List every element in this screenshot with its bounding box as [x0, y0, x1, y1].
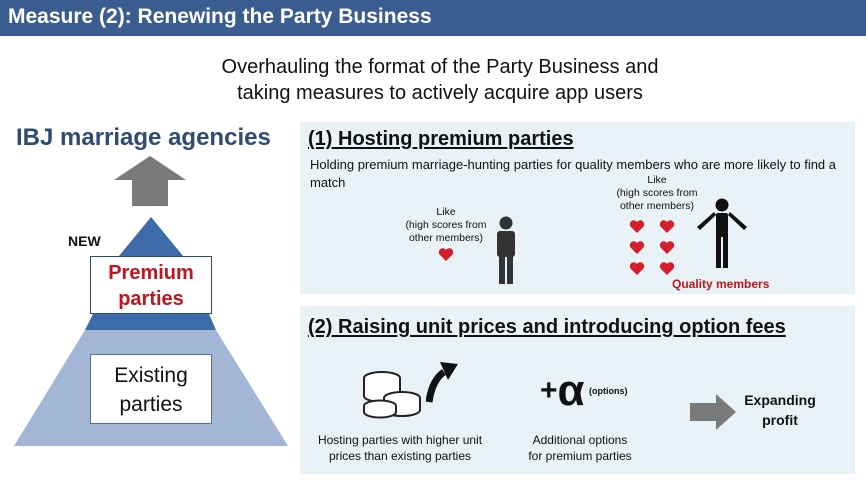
profit-line-1: Expanding [744, 392, 816, 408]
person-icon [697, 198, 747, 268]
subtitle-line-1: Overhauling the format of the Party Busi… [221, 56, 659, 78]
coins-line-1: Hosting parties with higher unit [317, 433, 483, 447]
up-arrow-icon [114, 156, 186, 206]
page-title: Measure (2): Renewing the Party Business [8, 5, 432, 28]
alpha-symbol: α [557, 366, 585, 415]
heart-icon [659, 241, 675, 254]
subtitle: Overhauling the format of the Party Busi… [160, 54, 720, 106]
header-bar: Measure (2): Renewing the Party Business [0, 0, 866, 36]
premium-parties-panel: (1) Hosting premium parties Holding prem… [300, 122, 855, 294]
options-line-2: for premium parties [528, 449, 632, 463]
premium-parties-box: Premium parties [90, 256, 212, 314]
pyramid-mid-band [85, 314, 216, 330]
unit-prices-panel: (2) Raising unit prices and introducing … [300, 306, 855, 474]
pyramid-top [114, 217, 188, 262]
heart-icon [438, 248, 454, 261]
coins-caption: Hosting parties with higher unit prices … [308, 432, 492, 464]
premium-line-1: Premium [108, 262, 194, 284]
panel2-title: (2) Raising unit prices and introducing … [308, 316, 786, 338]
expanding-profit-label: Expanding profit [740, 390, 820, 430]
premium-line-2: parties [118, 288, 184, 310]
like2-line-2: (high scores from [616, 187, 698, 199]
heart-icon [659, 220, 675, 233]
subtitle-line-2: taking measures to actively acquire app … [237, 82, 643, 104]
curved-up-arrow-icon [426, 362, 458, 403]
heart-icon [629, 220, 645, 233]
alpha-note: (options) [589, 386, 628, 396]
coins-line-2: prices than existing parties [328, 449, 472, 463]
profit-line-2: profit [762, 412, 798, 428]
existing-line-1: Existing [114, 364, 188, 387]
agencies-title: IBJ marriage agencies [16, 124, 271, 151]
like1-line-2: (high scores from [405, 219, 487, 231]
like2-line-1: Like [647, 174, 667, 186]
plus-alpha-label: +α (options) [540, 366, 628, 416]
panel1-description: Holding premium marriage-hunting parties… [310, 157, 837, 190]
existing-parties-box: Existing parties [90, 354, 212, 424]
heart-icon [659, 262, 675, 275]
plus-sign: + [540, 374, 558, 407]
panel1-title: (1) Hosting premium parties [308, 128, 574, 150]
person-icon [497, 216, 515, 284]
like-label-multi: Like (high scores from other members) [611, 174, 703, 213]
heart-icon [629, 241, 645, 254]
existing-line-2: parties [119, 393, 183, 416]
like1-line-1: Like [436, 206, 456, 218]
like2-line-3: other members) [619, 200, 695, 212]
like-label-single: Like (high scores from other members) [400, 206, 492, 245]
coins-icon [363, 371, 421, 419]
like1-line-3: other members) [408, 232, 484, 244]
right-arrow-icon [690, 394, 736, 430]
heart-icon [629, 262, 645, 275]
quality-members-label: Quality members [672, 277, 770, 291]
options-line-1: Additional options [532, 433, 628, 447]
new-label: NEW [68, 233, 101, 249]
options-caption: Additional options for premium parties [510, 432, 650, 464]
